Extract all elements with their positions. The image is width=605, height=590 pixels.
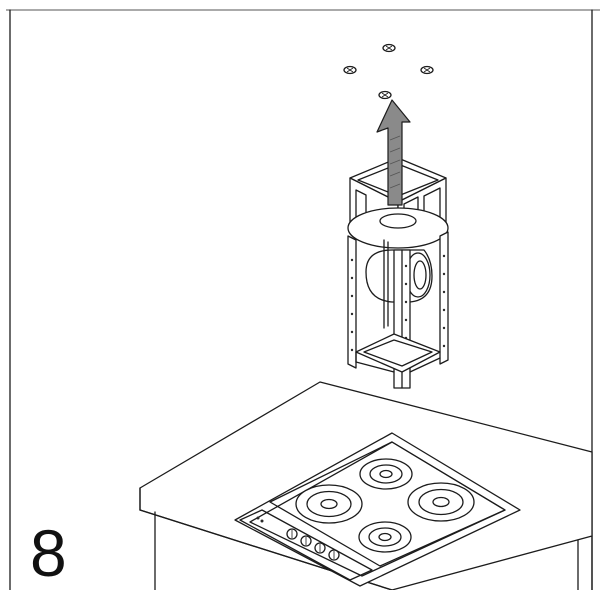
wall-plug-icon — [343, 65, 357, 75]
burner — [359, 458, 413, 490]
burner — [407, 482, 475, 522]
burner — [358, 521, 412, 553]
control-knob-icon — [286, 528, 298, 540]
control-knob-icon — [314, 542, 326, 554]
wall-plug-icon — [382, 43, 396, 53]
wall-plug-icon — [378, 90, 392, 100]
step-number: 8 — [30, 516, 67, 590]
cooktop-icon — [234, 432, 521, 587]
control-knob-icon — [300, 535, 312, 547]
arrow-up-icon — [376, 99, 411, 206]
control-knob-icon — [328, 549, 340, 561]
burner — [295, 484, 363, 524]
wall-plug-icon — [420, 65, 434, 75]
